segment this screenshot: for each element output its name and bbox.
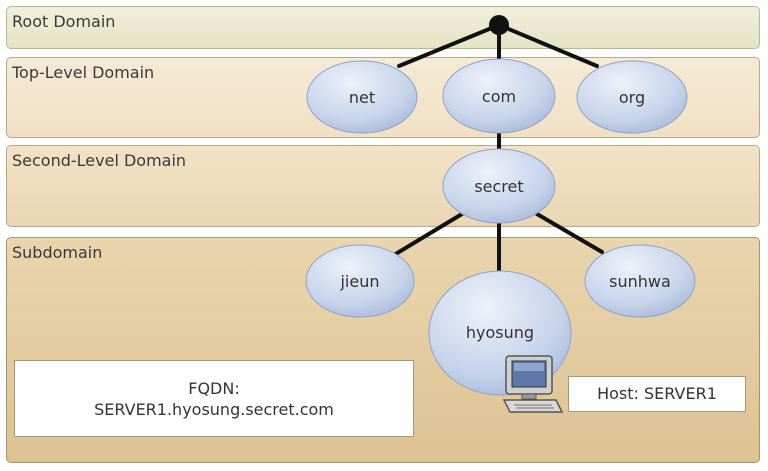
edge-root-org bbox=[497, 23, 599, 68]
node-secret-label: secret bbox=[474, 177, 523, 196]
node-com: com bbox=[442, 58, 556, 134]
node-net: net bbox=[306, 60, 418, 134]
edge-secret-jieun bbox=[387, 212, 464, 260]
node-sunhwa: sunhwa bbox=[584, 244, 696, 318]
node-net-label: net bbox=[349, 88, 375, 107]
node-hyosung-label: hyosung bbox=[466, 323, 534, 342]
node-jieun-label: jieun bbox=[339, 272, 379, 291]
fqdn-label: FQDN: bbox=[188, 379, 240, 398]
node-jieun: jieun bbox=[305, 244, 415, 318]
root-domain-band: Root Domain bbox=[6, 6, 760, 49]
node-org: org bbox=[576, 60, 688, 134]
node-secret: secret bbox=[442, 148, 556, 224]
node-org-label: org bbox=[619, 88, 645, 107]
edge-root-net bbox=[397, 23, 501, 68]
root-domain-label: Root Domain bbox=[12, 12, 116, 31]
node-sunhwa-label: sunhwa bbox=[609, 272, 671, 291]
second-level-domain-band: Second-Level Domain bbox=[6, 145, 760, 227]
host-label: Host: SERVER1 bbox=[597, 384, 717, 403]
top-level-domain-label: Top-Level Domain bbox=[12, 63, 155, 82]
node-com-label: com bbox=[482, 87, 516, 106]
root-dot-icon bbox=[489, 15, 509, 35]
fqdn-value: SERVER1.hyosung.secret.com bbox=[94, 400, 334, 419]
tree-connectors bbox=[387, 23, 604, 276]
edge-secret-sunhwa bbox=[535, 212, 604, 254]
second-level-domain-label: Second-Level Domain bbox=[12, 151, 187, 170]
subdomain-label: Subdomain bbox=[12, 243, 103, 262]
host-box: Host: SERVER1 bbox=[568, 376, 746, 412]
fqdn-box: FQDN: SERVER1.hyosung.secret.com bbox=[14, 360, 414, 437]
computer-icon bbox=[502, 355, 564, 413]
